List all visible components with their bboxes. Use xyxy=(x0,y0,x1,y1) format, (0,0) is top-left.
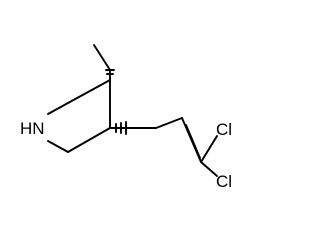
stereo-hash-wedge-c4 xyxy=(115,121,127,135)
bond-ch2-ch xyxy=(155,117,183,129)
molecule-structure-diagram: HN Cl Cl xyxy=(20,44,232,191)
bond-ccl2-cl-lower xyxy=(200,161,218,177)
bond-c2-c3 xyxy=(67,79,111,104)
bond-c5-c6 xyxy=(47,140,69,153)
atom-label-nitrogen: HN xyxy=(20,119,45,138)
bond-n-c2 xyxy=(47,102,69,115)
bond-ccl2-cl-upper xyxy=(200,135,218,163)
bond-ch-ccl2-double xyxy=(185,124,201,159)
atom-label-chlorine-upper: Cl xyxy=(216,120,232,139)
bond-c4-c5 xyxy=(67,127,111,153)
stereo-hash-wedge-c3 xyxy=(105,69,115,81)
atom-label-chlorine-lower: Cl xyxy=(216,172,232,191)
bond-ethyl-ch2-ch3 xyxy=(93,44,111,71)
